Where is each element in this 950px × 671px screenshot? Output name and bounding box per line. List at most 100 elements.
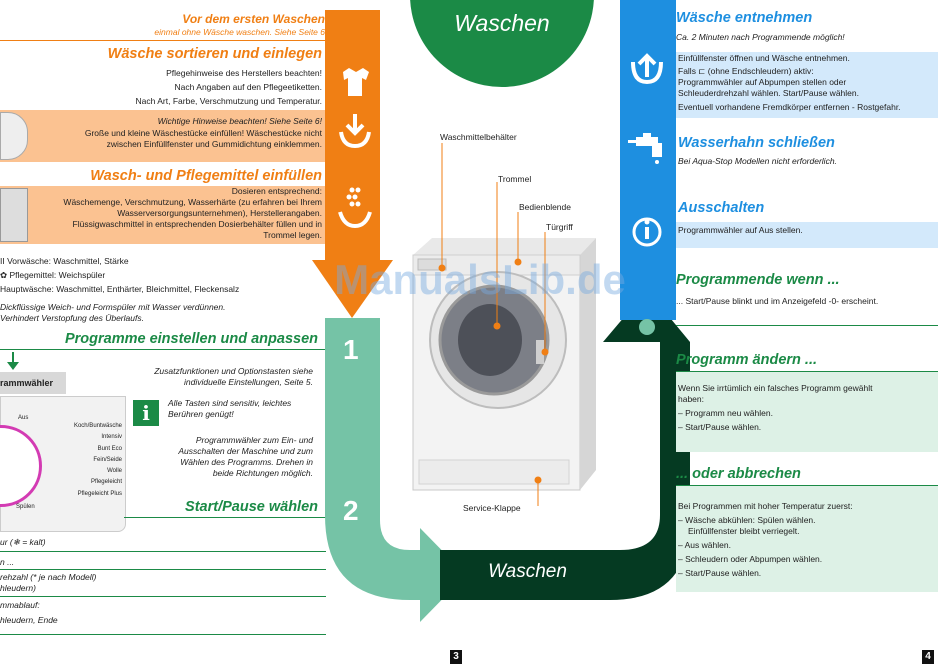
change-title: Programm ändern ...: [676, 352, 818, 368]
callout-detergent-drawer: Waschmittelbehälter: [440, 132, 517, 142]
remove-subtitle: Ca. 2 Minuten nach Programmende möglich!: [676, 32, 845, 42]
change-box: [676, 372, 938, 452]
shirt-icon: [343, 68, 369, 96]
selector-note-2: Ausschalten der Maschine und zum: [178, 446, 313, 456]
callout-drum: Trommel: [498, 174, 532, 184]
remove-line-4: Schleuderdrehzahl wählen. Start/Pause wä…: [678, 88, 859, 98]
orange-arrowhead: [312, 260, 393, 318]
detergent-line-1: Dosieren entsprechend:: [231, 186, 322, 196]
selector-note-3: Wählen des Programms. Drehen in: [180, 457, 313, 467]
dial-label: Pflegeleicht: [90, 479, 122, 486]
callout-control-panel: Bedienblende: [519, 202, 571, 212]
dark-green-band: [440, 342, 690, 600]
divider: [0, 596, 326, 597]
teal-band: [325, 318, 440, 600]
safety-line-3: zwischen Einfüllfenster und Gummidichtun…: [106, 139, 322, 149]
remove-line-1: Einfüllfenster öffnen und Wäsche entnehm…: [678, 53, 850, 63]
detergent-line-5: Trommel legen.: [263, 230, 322, 240]
off-box: [676, 222, 938, 248]
cancel-line-6: – Start/Pause wählen.: [678, 568, 762, 578]
dial-label-spuelen: Spülen: [16, 504, 35, 510]
power-off-icon: [632, 217, 662, 247]
step-number-2: 2: [343, 495, 359, 526]
end-title: Programmende wenn ...: [676, 272, 840, 288]
change-line-2: haben:: [678, 394, 704, 404]
cancel-line-2: – Wäsche abkühlen: Spülen wählen.: [678, 515, 816, 525]
dial-label: Bunt Eco: [97, 445, 122, 452]
change-line-3: – Programm neu wählen.: [678, 408, 773, 418]
arrow-down-icon: [7, 362, 19, 370]
remove-line-2: Falls ⊏ (ohne Endschleudern) aktiv:: [678, 66, 814, 76]
chamber-line-2: ✿ Pflegemittel: Weichspüler: [0, 270, 106, 280]
sort-title: Wäsche sortieren und einlegen: [107, 46, 322, 62]
safety-line-2: Große und kleine Wäschestücke einfüllen!…: [84, 128, 322, 138]
change-line-1: Wenn Sie irrtümlich ein falsches Program…: [678, 383, 873, 393]
dial-label-aus: Aus: [18, 415, 29, 421]
cancel-line-1: Bei Programmen mit hoher Temperatur zuer…: [678, 501, 853, 511]
dial-label: Pflegeleicht Plus: [77, 490, 122, 497]
selector-tab: rammwähler: [0, 372, 66, 394]
extra-note-2: individuelle Einstellungen, Seite 5.: [183, 377, 313, 387]
chamber-line-1: II Vorwäsche: Waschmittel, Stärke: [0, 256, 129, 266]
bottom-line-5: mmablauf:: [0, 600, 40, 610]
top-label: Waschen: [454, 10, 550, 36]
dot: [639, 319, 655, 335]
remove-title: Wäsche entnehmen: [676, 10, 813, 26]
bottom-line-2: n ...: [0, 557, 15, 567]
safety-box: [0, 110, 328, 162]
cancel-line-3: Einfüllfenster bleibt verriegelt.: [688, 526, 800, 536]
sort-line-2: Nach Angaben auf den Pflegeetiketten.: [174, 82, 322, 92]
start-title: Start/Pause wählen: [185, 499, 318, 515]
page-number-right: 4: [922, 650, 934, 664]
cancel-line-4: – Aus wählen.: [678, 540, 731, 550]
cancel-line-5: – Schleudern oder Abpumpen wählen.: [678, 554, 823, 564]
watermark: ManualsLib.de: [334, 256, 626, 303]
divider: [676, 371, 938, 372]
dial-label: Wolle: [107, 468, 122, 475]
divider: [676, 325, 938, 326]
bottom-line-4: hleudern): [0, 583, 36, 593]
selector-note-4: beide Richtungen möglich.: [212, 468, 313, 478]
divider: [0, 349, 326, 350]
remove-line-3: Programmwähler auf Abpumpen stellen oder: [678, 77, 847, 87]
callout-door-handle: Türgriff: [546, 222, 573, 232]
detergent-line-4: Flüssigwaschmittel in entsprechenden Dos…: [72, 219, 322, 229]
bottom-line-1: ur (❄ = kalt): [0, 537, 46, 547]
end-line: ... Start/Pause blinkt und im Anzeigefel…: [676, 296, 879, 306]
selector-note-1: Programmwähler zum Ein- und: [195, 435, 313, 445]
top-circle: [410, 0, 594, 87]
before-subtitle: einmal ohne Wäsche waschen. Siehe Seite …: [154, 27, 325, 37]
note-line-2: Verhindert Verstopfung des Überlaufs.: [0, 313, 144, 323]
chamber-line-3: Hauptwäsche: Waschmittel, Enthärter, Ble…: [0, 284, 240, 294]
detergent-line-3: Wasserversorgungsunternehmen), Herstelle…: [117, 208, 322, 218]
bottom-line-6: hleudern, Ende: [0, 615, 58, 625]
callout-lines: [438, 143, 549, 506]
bottom-label: Waschen: [488, 561, 567, 582]
note-line-1: Dickflüssige Weich- und Formspüler mit W…: [0, 302, 226, 312]
before-title: Vor dem ersten Waschen: [182, 12, 325, 26]
change-line-4: – Start/Pause wählen.: [678, 422, 762, 432]
remove-laundry-icon: [631, 53, 663, 85]
touch-note-1: Alle Tasten sind sensitiv, leichtes: [168, 398, 292, 408]
dial-label: Fein/Seide: [93, 456, 122, 463]
divider: [124, 517, 326, 518]
tap-subtitle: Bei Aqua-Stop Modellen nicht erforderlic…: [678, 156, 837, 166]
callout-service-flap: Service-Klappe: [463, 503, 521, 513]
info-icon: i: [133, 400, 159, 426]
touch-note-2: Berühren genügt!: [168, 409, 234, 419]
detergent-title: Wasch- und Pflegemittel einfüllen: [90, 168, 322, 184]
divider: [0, 569, 326, 570]
program-title: Programme einstellen und anpassen: [64, 331, 318, 347]
drop-in-icon: [339, 114, 371, 149]
dial-label: Koch/Buntwäsche: [73, 423, 122, 429]
cancel-title: ... oder abbrechen: [676, 466, 801, 482]
dial-label: Intensiv: [101, 434, 122, 441]
cancel-box: [676, 486, 938, 592]
blue-band: [620, 0, 676, 320]
off-title: Ausschalten: [678, 200, 765, 216]
divider: [0, 40, 380, 41]
step-number-1: 1: [343, 334, 359, 365]
extra-note-1: Zusatzfunktionen und Optionstasten siehe: [154, 366, 313, 376]
dial-label-list: Koch/Buntwäsche Intensiv Bunt Eco Fein/S…: [50, 421, 122, 500]
